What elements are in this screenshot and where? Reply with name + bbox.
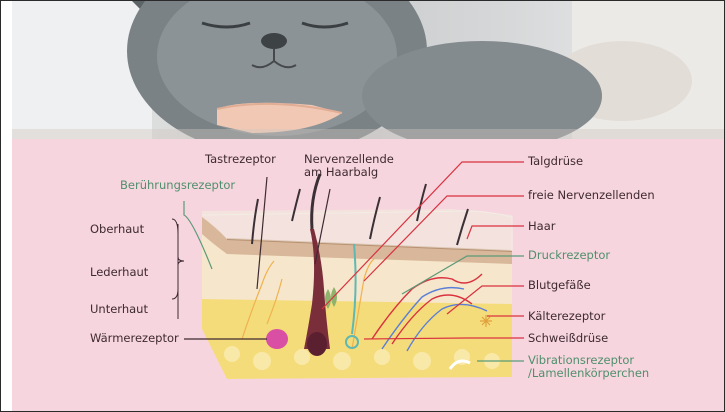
label-nervenzellende: Nervenzellende am Haarbalg bbox=[304, 153, 394, 179]
label-kaelterezeptor: Kälterezeptor bbox=[528, 310, 605, 323]
label-schweissdruese: Schweißdrüse bbox=[528, 332, 608, 345]
cat-photo-illustration bbox=[12, 1, 724, 139]
skin-diagram: Tastrezeptor Nervenzellende am Haarbalg … bbox=[12, 139, 724, 411]
label-haar: Haar bbox=[528, 220, 555, 233]
label-unterhaut: Unterhaut bbox=[90, 303, 148, 316]
label-lederhaut: Lederhaut bbox=[90, 266, 148, 279]
label-blutgefaesse: Blutgefäße bbox=[528, 279, 591, 292]
label-druckrezeptor: Druckrezeptor bbox=[528, 249, 610, 262]
label-vibrationsrezeptor: Vibrationsrezeptor /Lamellenkörperchen bbox=[528, 354, 649, 380]
cat-photo bbox=[12, 1, 724, 139]
left-margin bbox=[1, 1, 12, 411]
label-tastrezeptor: Tastrezeptor bbox=[205, 153, 276, 166]
label-freie-nervenzellenden: freie Nervenzellenden bbox=[528, 189, 655, 202]
label-talgdruese: Talgdrüse bbox=[528, 155, 583, 168]
label-beruehrungsrezeptor: Berührungsrezeptor bbox=[120, 179, 235, 192]
label-oberhaut: Oberhaut bbox=[90, 223, 144, 236]
label-waermerezeptor: Wärmerezeptor bbox=[90, 332, 179, 345]
